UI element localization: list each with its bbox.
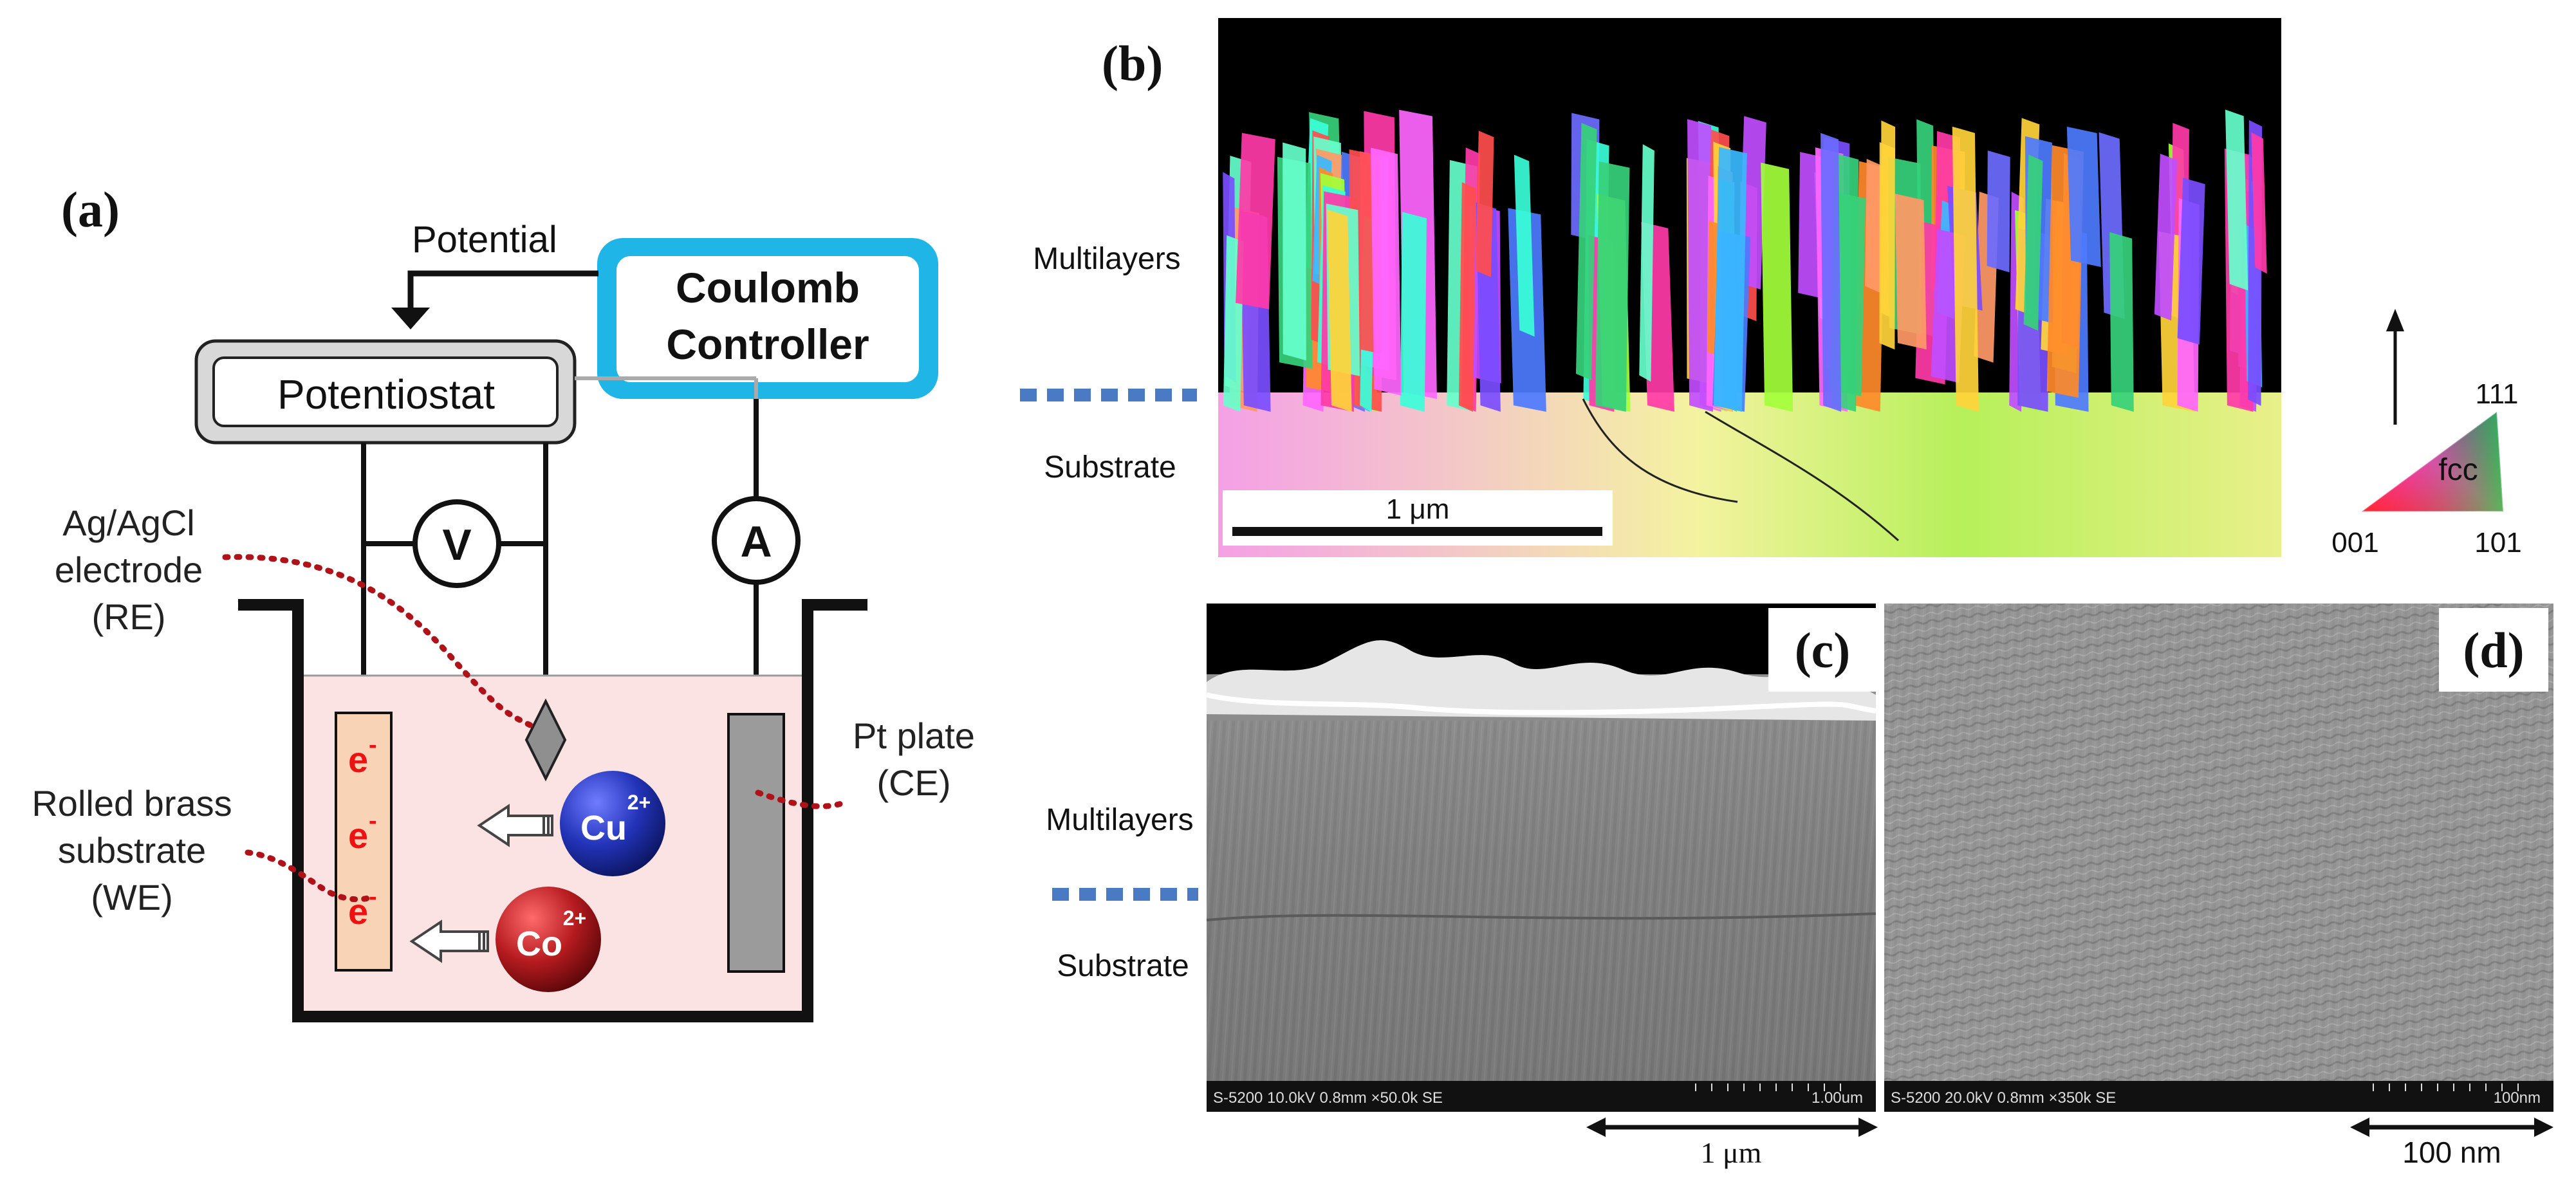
potential-label: Potential (412, 219, 557, 261)
ref-electrode-label-2: electrode (55, 549, 203, 590)
we-label-3: (WE) (91, 877, 173, 917)
ebsd-grain (1639, 144, 1654, 382)
electron-3-sup: - (369, 883, 377, 910)
cu-ion: Cu 2+ (560, 771, 665, 876)
potential-arrow (407, 270, 598, 315)
ebsd-grain (1895, 193, 1927, 350)
panel-b-label: (b) (1102, 35, 1163, 91)
svg-text:2+: 2+ (627, 791, 651, 814)
ebsd-grain (1370, 147, 1402, 396)
counter-electrode (727, 713, 785, 973)
reference-electrode-tip (524, 698, 567, 782)
co-ion: Co 2+ (496, 887, 601, 992)
sem-info-c: S-5200 10.0kV 0.8mm ×50.0k SE (1213, 1089, 1443, 1107)
ebsd-grain (1687, 119, 1713, 412)
ebsd-grain (1595, 161, 1630, 412)
scalebar-label-b: 1 μm (1386, 493, 1450, 525)
ebsd-grain (1458, 182, 1476, 412)
ref-callout-dots (222, 554, 537, 730)
scalebar-c (1586, 1118, 1878, 1137)
ebsd-grain (1327, 209, 1352, 412)
sem-scale-c: 1.00um (1812, 1089, 1863, 1107)
we-label-2: substrate (58, 830, 206, 871)
panel-d-label: (d) (2463, 622, 2524, 678)
ebsd-grain (2251, 132, 2267, 274)
ammeter-label: A (740, 517, 772, 566)
ebsd-grain (2109, 232, 2134, 412)
electron-1-sup: - (369, 732, 377, 759)
circuit-wires (361, 399, 759, 714)
svg-text:2+: 2+ (563, 907, 586, 930)
voltmeter-icon (412, 499, 501, 588)
voltmeter-label: V (442, 521, 471, 569)
substrate-label-c: Substrate (1057, 949, 1189, 983)
ebsd-grain (1514, 154, 1535, 337)
ammeter-icon (712, 496, 801, 585)
ebsd-grain (2154, 153, 2178, 321)
sem-ticks-c (1695, 1083, 1841, 1091)
ebsd-grain (1761, 162, 1793, 412)
ebsd-grain (1476, 131, 1494, 277)
sem-surface-c (1207, 640, 1876, 721)
working-electrode (335, 712, 393, 972)
panel-a: (a) Coulomb Controller Potential Potenti… (32, 181, 975, 1022)
pt-callout-dots (755, 789, 851, 809)
scalebar-label-d: 100 nm (2402, 1136, 2501, 1169)
legend-101: 101 (2474, 527, 2521, 558)
ebsd-grain (1575, 122, 1597, 380)
sem-ticks-d (2373, 1083, 2519, 1091)
ref-electrode-label-1: Ag/AgCl (62, 502, 194, 543)
co-migration-arrow (409, 919, 489, 963)
panel-b: (b) Multilayers Substrate 1 μm 111 fcc 0… (1020, 18, 2522, 558)
ebsd-grain (1987, 150, 2010, 273)
ebsd-grain (1714, 147, 1747, 412)
ebsd-grain (1236, 133, 1275, 309)
ebsd-grain (1865, 158, 1882, 293)
coulomb-label-line2: Controller (666, 320, 869, 368)
scalebar-box-b (1223, 490, 1613, 546)
sem-scale-d: 100nm (2494, 1089, 2541, 1107)
legend-fcc: fcc (2438, 453, 2478, 487)
ebsd-grain (1283, 142, 1306, 361)
cu-migration-arrow (477, 804, 553, 847)
ebsd-grain (1952, 126, 1979, 412)
ebsd-grain (2066, 126, 2101, 268)
panel-c-label-bg (1768, 608, 1876, 692)
ebsd-grain (1821, 133, 1842, 412)
electron-1: e (348, 739, 368, 780)
we-callout-dots (245, 849, 373, 903)
ebsd-grain (1400, 212, 1427, 412)
svg-text:Co: Co (516, 925, 562, 963)
multilayers-label-c: Multilayers (1046, 803, 1193, 837)
we-label-1: Rolled brass (32, 783, 232, 824)
panel-c-label: (c) (1795, 622, 1851, 678)
panel-c: (c) S-5200 10.0kV 0.8mm ×50.0k SE 1.00um… (1046, 604, 1878, 1169)
legend-111: 111 (2476, 378, 2519, 410)
ebsd-grain (1879, 142, 1895, 350)
multilayers-label-b: Multilayers (1033, 242, 1180, 276)
electron-2: e (348, 815, 368, 856)
scalebar-label-c: 1 μm (1701, 1136, 1762, 1169)
sem-info-d: S-5200 20.0kV 0.8mm ×350k SE (1891, 1089, 2116, 1107)
pt-plate-label-1: Pt plate (853, 715, 975, 756)
scalebar-d (2350, 1118, 2553, 1137)
ebsd-grain (2023, 154, 2043, 331)
beaker (238, 599, 867, 1022)
ipf-legend: 111 fcc 001 101 (2331, 309, 2522, 558)
pt-plate-label-2: (CE) (876, 762, 950, 803)
ebsd-grain (2177, 178, 2205, 345)
potentiostat-label: Potentiostat (277, 371, 495, 418)
panel-a-label: (a) (61, 181, 120, 237)
ebsd-grain (2225, 109, 2248, 291)
legend-001: 001 (2331, 527, 2378, 558)
ebsd-grain-map (1223, 109, 2267, 412)
coulomb-label-line1: Coulomb (676, 264, 860, 311)
panel-d-label-bg (2439, 608, 2548, 692)
panel-d: (d) S-5200 20.0kV 0.8mm ×350k SE 100nm 1… (1884, 604, 2553, 1169)
ref-electrode-label-3: (RE) (91, 596, 165, 637)
svg-text:Cu: Cu (580, 809, 627, 847)
electron-2-sup: - (369, 807, 377, 834)
substrate-label-b: Substrate (1044, 450, 1176, 484)
